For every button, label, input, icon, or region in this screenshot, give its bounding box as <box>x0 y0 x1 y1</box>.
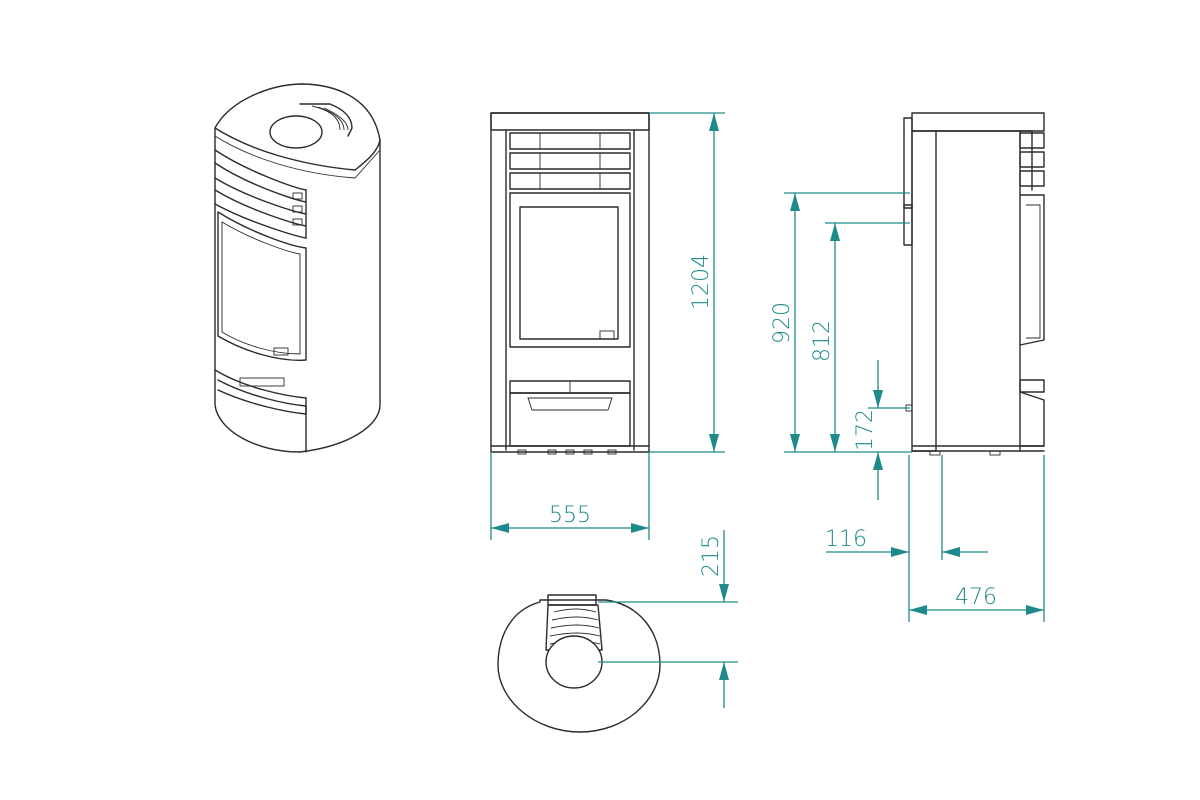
convection-grille <box>299 103 353 137</box>
dim-label-outlet-height: 920 <box>770 302 795 344</box>
front-feet <box>517 449 617 455</box>
front-door <box>509 192 631 348</box>
dim-label-flue-offset: 215 <box>699 535 724 577</box>
dim-label-depth-total: 476 <box>955 585 997 610</box>
dim-label-outlet-setback: 116 <box>825 527 867 552</box>
side-view <box>903 112 1045 456</box>
flue-outlet <box>269 115 323 149</box>
dimension-lines <box>490 112 1045 708</box>
dim-label-inlet-height: 812 <box>810 320 835 362</box>
perspective-view <box>214 83 381 453</box>
perspective-door <box>217 211 307 361</box>
front-view <box>490 112 650 455</box>
side-feet <box>929 450 1001 456</box>
top-view <box>497 594 661 733</box>
dim-label-width-front: 555 <box>549 503 591 528</box>
front-glass <box>519 206 619 340</box>
front-bands <box>509 132 631 190</box>
dim-label-height-total: 1204 <box>689 254 714 310</box>
dimension-labels: 1204 555 920 812 172 116 476 215 <box>549 254 997 610</box>
dim-label-floor-clearance: 172 <box>853 409 878 451</box>
top-flue-circle <box>545 635 603 689</box>
